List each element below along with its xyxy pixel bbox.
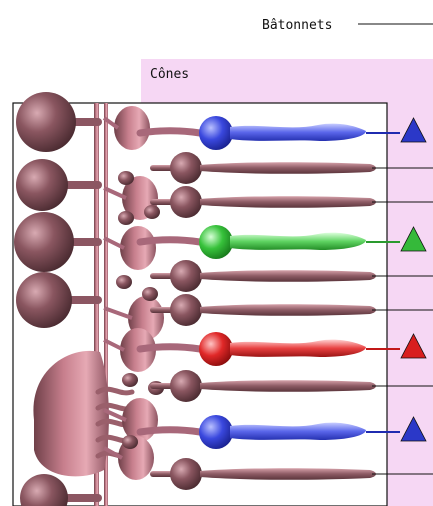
ganglion-cell bbox=[16, 92, 76, 152]
cone-stalk bbox=[140, 131, 200, 133]
bipolar-cell bbox=[120, 226, 156, 270]
rod-nucleus bbox=[170, 458, 202, 490]
synapse-blob bbox=[118, 171, 134, 185]
rods-label: Bâtonnets bbox=[262, 18, 332, 33]
ganglion-cell bbox=[16, 159, 68, 211]
rod-outer-segment bbox=[200, 162, 376, 174]
synapse-blob bbox=[122, 435, 138, 449]
rod-nucleus bbox=[170, 186, 202, 218]
blue-cone-nucleus bbox=[199, 415, 233, 449]
cone-stalk bbox=[140, 240, 200, 242]
rod-outer-segment bbox=[200, 468, 376, 480]
rod-outer-segment bbox=[200, 380, 376, 392]
cone-stalk bbox=[140, 430, 200, 432]
green-cone-nucleus bbox=[199, 225, 233, 259]
synapse-blob bbox=[144, 205, 160, 219]
bipolar-cell bbox=[114, 106, 150, 150]
cones-label: Cônes bbox=[150, 67, 189, 82]
rod-outer-segment bbox=[200, 304, 376, 316]
synapse-blob bbox=[122, 373, 138, 387]
red-cone-nucleus bbox=[199, 332, 233, 366]
synapse-blob bbox=[142, 287, 158, 301]
ganglion-cell bbox=[14, 212, 74, 272]
rod-nucleus bbox=[170, 294, 202, 326]
ganglion-cell bbox=[16, 272, 72, 328]
rod-nucleus bbox=[170, 152, 202, 184]
synapse-blob bbox=[118, 211, 134, 225]
cone-stalk bbox=[140, 347, 200, 349]
rod-outer-segment bbox=[200, 270, 376, 282]
blue-cone-nucleus bbox=[199, 116, 233, 150]
rod-nucleus bbox=[170, 260, 202, 292]
rod-nucleus bbox=[170, 370, 202, 402]
synapse-blob bbox=[116, 275, 132, 289]
rod-outer-segment bbox=[200, 196, 376, 208]
